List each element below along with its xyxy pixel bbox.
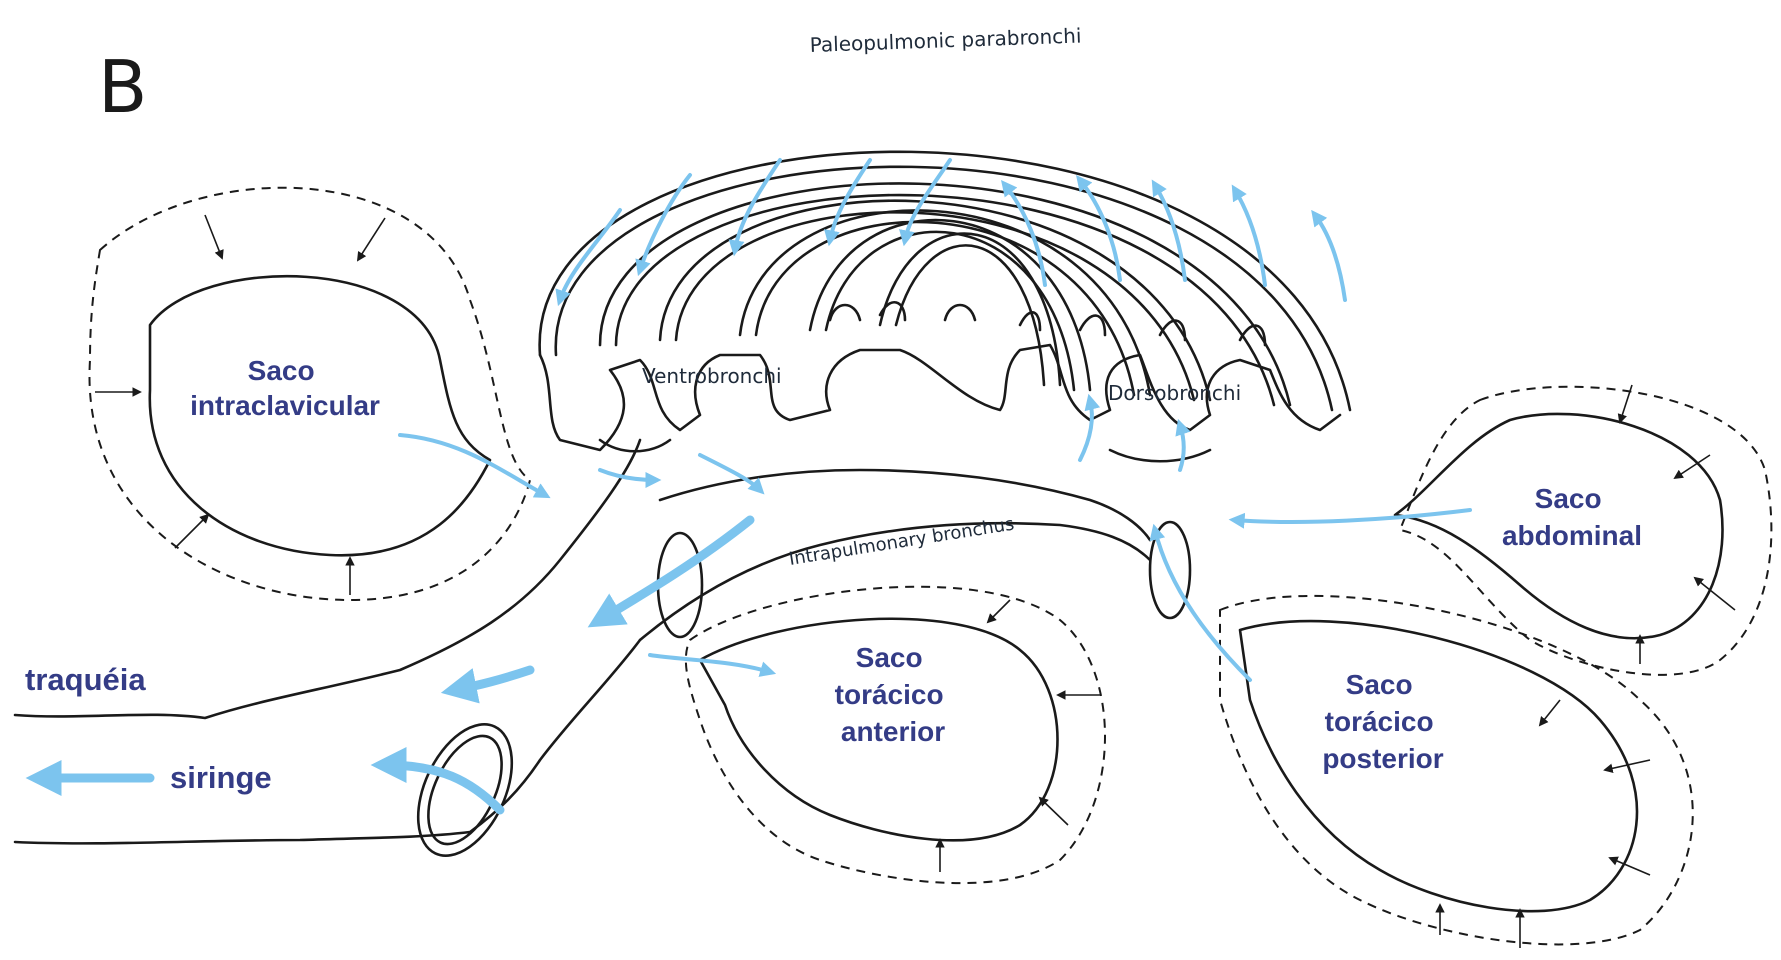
label-ventrobronchi: Ventrobronchi: [642, 364, 782, 388]
label-intrapulmonary: Intrapulmonary bronchus: [787, 514, 1015, 570]
label-thoracic-anterior-sac: Saco torácico anterior: [835, 642, 952, 747]
intrapulmonary-bronchus: [640, 470, 1190, 640]
thoracic-posterior-sac: [1220, 596, 1693, 948]
label-paleopulmonic: Paleopulmonic parabronchi: [809, 24, 1081, 57]
airflow-arrows: [40, 400, 1470, 810]
panel-letter: B: [98, 45, 147, 129]
label-thoracic-posterior-sac: Saco torácico posterior: [1322, 669, 1443, 774]
trachea-tube: [15, 440, 640, 870]
label-intraclavicular-sac: Saco intraclavicular: [190, 355, 380, 421]
label-dorsobronchi: Dorsobronchi: [1108, 381, 1241, 405]
label-traqueia: traquéia: [25, 662, 146, 697]
label-abdominal-sac: Saco abdominal: [1502, 483, 1642, 551]
parabronchi-flow-arrows: [560, 160, 1345, 300]
label-siringe: siringe: [170, 760, 272, 795]
